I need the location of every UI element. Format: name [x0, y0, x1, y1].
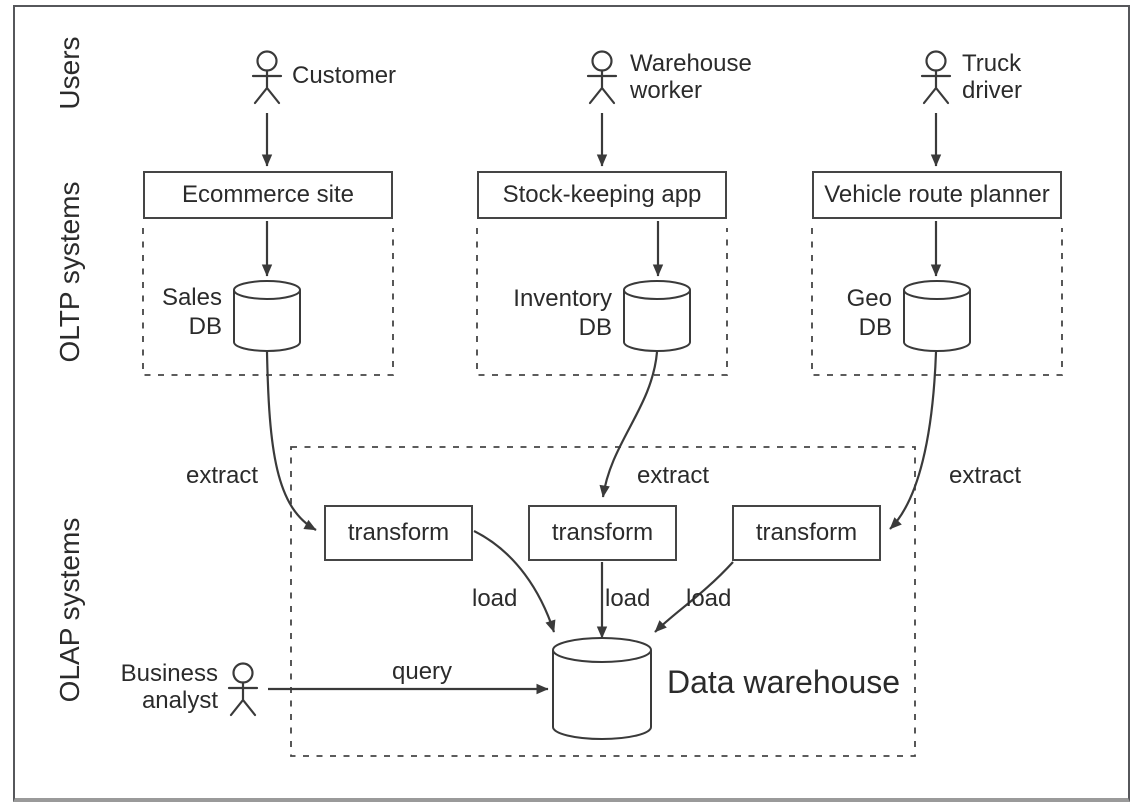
arrow-load-right: [654, 561, 734, 633]
geo-db-cylinder-icon: [903, 280, 971, 352]
oltp-dashed-box-inventory: [476, 228, 728, 376]
transform-box-middle: transform: [528, 505, 677, 561]
sales-db-label-line1: Sales: [161, 284, 222, 311]
load-label-right: load: [686, 585, 732, 612]
transform-box-right: transform: [732, 505, 881, 561]
truck-driver-label-line2: driver: [962, 77, 1023, 104]
lane-label-users: Users: [54, 36, 85, 110]
load-label-left: load: [472, 585, 518, 612]
warehouse-worker-actor-icon: [586, 50, 618, 105]
business-analyst-label-line2: analyst: [141, 687, 218, 714]
inventory-db-label-line1: Inventory: [513, 285, 612, 312]
data-warehouse-cylinder-icon: [552, 637, 652, 740]
lane-label-oltp-systems: OLTP systems: [54, 181, 85, 363]
truck-driver-label-line1: Truck: [962, 50, 1022, 77]
business-analyst-label: Business analyst: [68, 660, 218, 714]
extract-label-middle: extract: [637, 462, 710, 489]
inventory-db-label-line2: DB: [578, 314, 612, 341]
olap-dashed-box: [290, 446, 916, 757]
sales-db-label-line2: DB: [188, 313, 222, 340]
inventory-db-cylinder-icon: [623, 280, 691, 352]
arrow-extract-right: [889, 351, 938, 530]
arrow-extract-middle: [599, 351, 659, 498]
sales-db-cylinder-icon: [233, 280, 301, 352]
customer-label: Customer: [292, 62, 397, 89]
vehicle-route-planner-box: Vehicle route planner: [812, 171, 1062, 219]
warehouse-worker-label-line1: Warehouse: [630, 50, 752, 77]
query-label: query: [392, 658, 453, 685]
arrow-extract-left: [265, 351, 317, 531]
geo-db-label-line2: DB: [858, 314, 892, 341]
load-label-middle: load: [605, 585, 651, 612]
truck-driver-label: Truck driver: [962, 50, 1022, 104]
stock-keeping-app-box: Stock-keeping app: [477, 171, 727, 219]
ecommerce-site-box: Ecommerce site: [143, 171, 393, 219]
arrow-load-left: [473, 530, 556, 633]
inventory-db-label: Inventory DB: [472, 284, 612, 342]
business-analyst-label-line1: Business: [120, 660, 218, 687]
oltp-dashed-box-geo: [811, 228, 1063, 376]
truck-driver-actor-icon: [920, 50, 952, 105]
warehouse-worker-label-line2: worker: [630, 77, 703, 104]
geo-db-label-line1: Geo: [846, 285, 892, 312]
business-analyst-actor-icon: [227, 662, 259, 717]
sales-db-label: Sales DB: [102, 283, 222, 341]
geo-db-label: Geo DB: [772, 284, 892, 342]
extract-label-right: extract: [949, 462, 1022, 489]
extract-label-left: extract: [186, 462, 259, 489]
data-warehouse-label: Data warehouse: [667, 664, 901, 700]
customer-actor-icon: [251, 50, 283, 105]
transform-box-left: transform: [324, 505, 473, 561]
warehouse-worker-label: Warehouse worker: [630, 50, 752, 104]
